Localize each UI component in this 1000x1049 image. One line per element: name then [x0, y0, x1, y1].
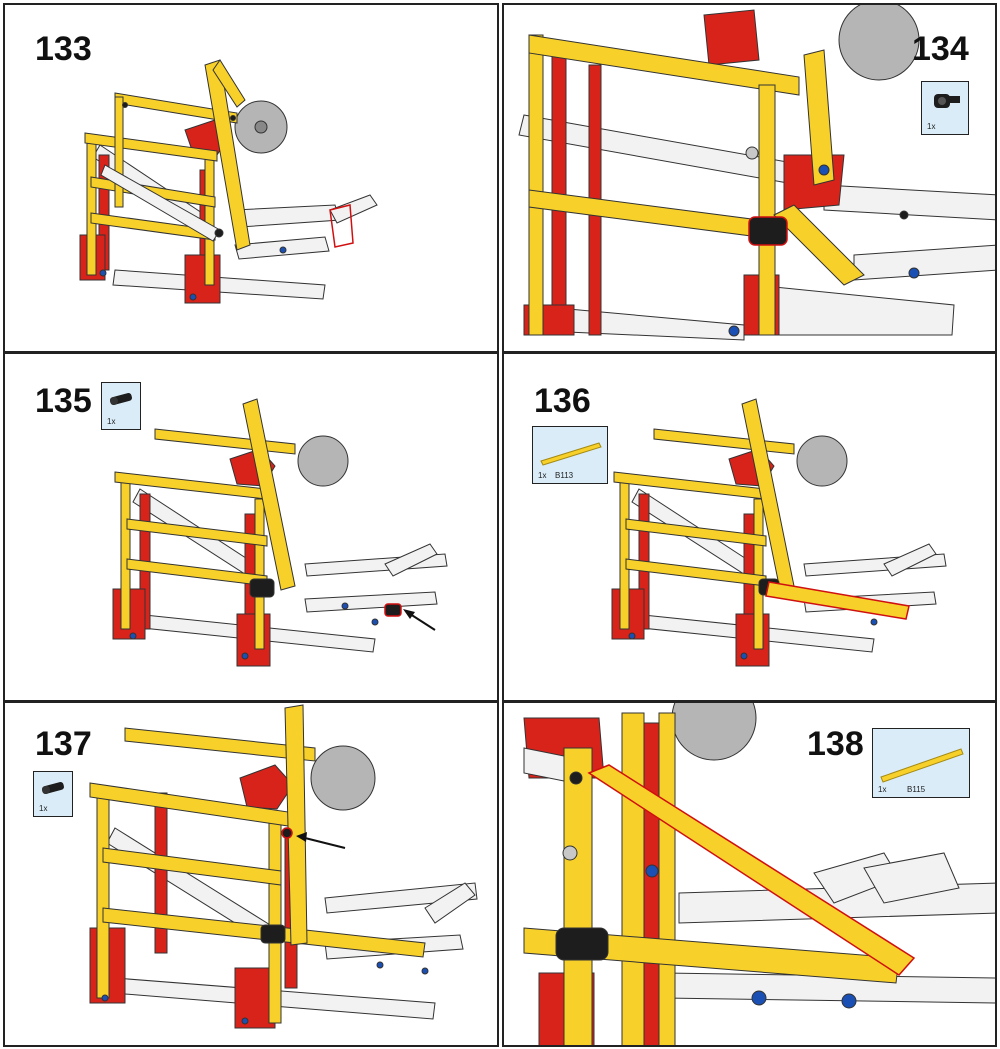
assembly-illustration-135 [112, 398, 448, 667]
step-panel-137: 137 1x [3, 701, 499, 1047]
parts-callout: 1x [33, 771, 73, 817]
beam-part-icon [880, 748, 964, 783]
beam-part-icon [540, 442, 602, 466]
step-panel-138: 138 1x B115 [502, 701, 997, 1047]
step-number: 134 [912, 30, 969, 68]
part-quantity: 1x [927, 122, 936, 131]
step-number: 136 [534, 382, 591, 420]
assembly-illustration-138 [523, 703, 995, 1045]
assembly-illustration-133 [79, 59, 378, 304]
step-panel-136: 136 1x B113 [502, 352, 997, 702]
part-quantity: 1x [538, 471, 547, 480]
step-number: 137 [35, 725, 92, 763]
step-panel-134: 134 1x [502, 3, 997, 353]
step-number: 135 [35, 382, 92, 420]
part-quantity: 1x [878, 785, 887, 794]
parts-callout: 1x B115 [872, 728, 970, 798]
step-number: 138 [807, 725, 864, 763]
step-number: 133 [35, 30, 92, 68]
step-panel-133: 133 [3, 3, 499, 353]
step-panel-135: 135 1x [3, 352, 499, 702]
axle-pin-part-icon [110, 392, 132, 406]
part-quantity: 1x [107, 417, 116, 426]
parts-callout: 1x [101, 382, 141, 430]
part-quantity: 1x [39, 804, 48, 813]
axle-pin-part-icon [42, 781, 64, 795]
parts-callout: 1x [921, 81, 969, 135]
part-id: B115 [907, 785, 926, 794]
parts-callout: 1x B113 [532, 426, 608, 484]
assembly-illustration-136 [611, 398, 947, 667]
arrow-indicator [296, 832, 346, 849]
assembly-illustration-134 [518, 5, 995, 341]
arrow-indicator [403, 609, 436, 631]
part-id: B113 [555, 471, 574, 480]
assembly-illustration-137 [89, 704, 478, 1029]
connector-part-icon [934, 94, 960, 108]
